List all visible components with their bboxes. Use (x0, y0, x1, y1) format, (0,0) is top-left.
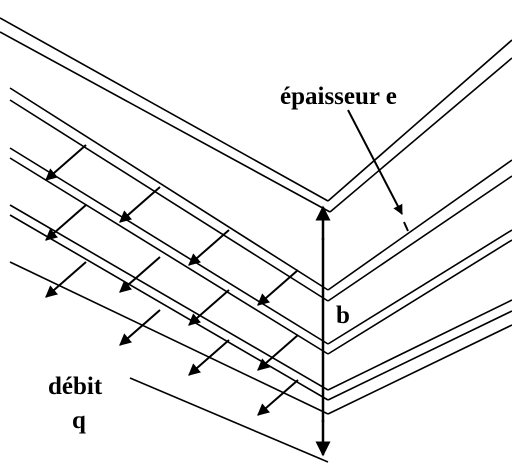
flow-arrow (188, 289, 230, 326)
thickness-label: épaisseur e (280, 83, 397, 110)
flow-arrow (119, 186, 161, 223)
flow-arrow (257, 379, 299, 416)
flow-label-line2: q (72, 407, 86, 434)
flow-arrow (257, 269, 299, 306)
flow-arrow (188, 339, 230, 376)
flow-arrow (45, 144, 87, 181)
flow-arrow (119, 256, 161, 293)
flow-arrow (119, 309, 161, 346)
flow-arrow (45, 261, 87, 298)
top-surface (0, 17, 512, 213)
flow-arrows (45, 144, 299, 416)
right-layer-edges (327, 57, 512, 415)
height-label: b (336, 302, 350, 329)
flow-label-line1: débit (48, 373, 103, 400)
flow-arrow (257, 334, 299, 371)
thickness-pointer (347, 109, 409, 232)
flow-arrow (45, 204, 87, 241)
flow-arrow (188, 229, 230, 266)
left-layer-edges (9, 87, 329, 463)
